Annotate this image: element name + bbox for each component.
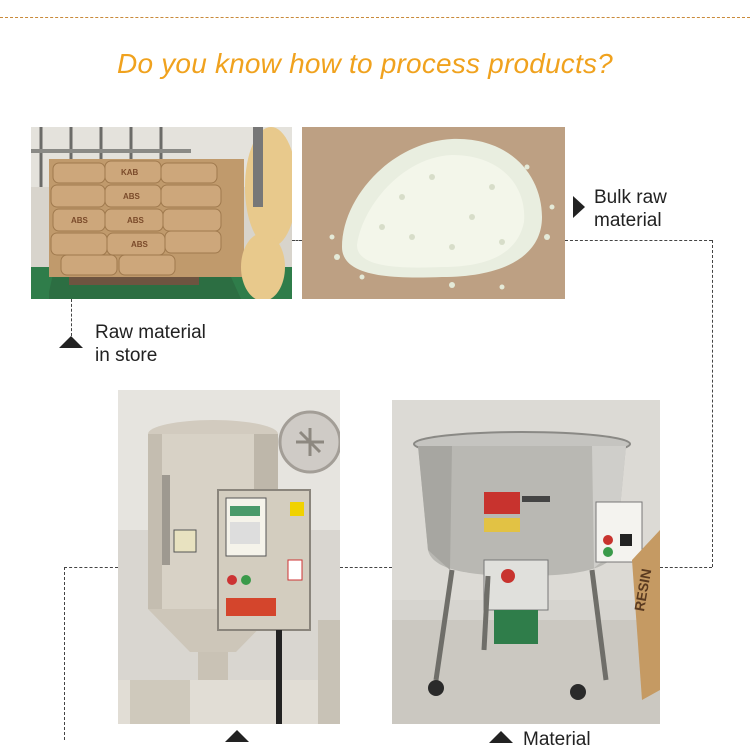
bag-label: ABS — [123, 192, 141, 201]
bag-label-resin: RESIN — [631, 567, 654, 612]
page-title: Do you know how to process products? — [117, 48, 613, 79]
connector-line — [660, 567, 712, 568]
connector-line — [565, 240, 712, 241]
step-arrow-icon — [573, 196, 585, 218]
connector-line — [64, 567, 65, 740]
bag-label: ABS — [71, 216, 89, 225]
bag-label: ABS — [131, 240, 149, 249]
top-divider — [0, 17, 750, 18]
bag-label: KAB — [121, 168, 139, 177]
warehouse-photo: KAB ABS ABS ABS ABS — [31, 127, 292, 299]
granules-photo — [302, 127, 565, 299]
step-caption-raw-material: Raw material in store — [95, 321, 206, 367]
warehouse-illustration: KAB ABS ABS ABS ABS — [31, 127, 292, 299]
connector-line — [71, 299, 72, 336]
connector-line — [64, 567, 118, 568]
caption-line: material — [594, 210, 662, 231]
caption-line: Bulk raw — [594, 187, 667, 208]
dryer-photo — [118, 390, 340, 724]
dryer-illustration — [118, 390, 340, 724]
step-arrow-icon — [59, 336, 83, 348]
connector-line — [712, 240, 713, 567]
step-arrow-icon — [225, 730, 249, 742]
step-caption-bulk-raw-material: Bulk raw material — [594, 186, 667, 232]
caption-line: in store — [95, 345, 158, 366]
bag-label: ABS — [127, 216, 145, 225]
mixer-illustration: RESIN — [392, 400, 660, 724]
granules-illustration — [302, 127, 565, 299]
mixer-photo: RESIN — [392, 400, 660, 724]
caption-line: Raw material — [95, 322, 206, 343]
connector-line — [340, 567, 392, 568]
connector-line — [292, 240, 302, 241]
step-arrow-icon — [489, 731, 513, 743]
